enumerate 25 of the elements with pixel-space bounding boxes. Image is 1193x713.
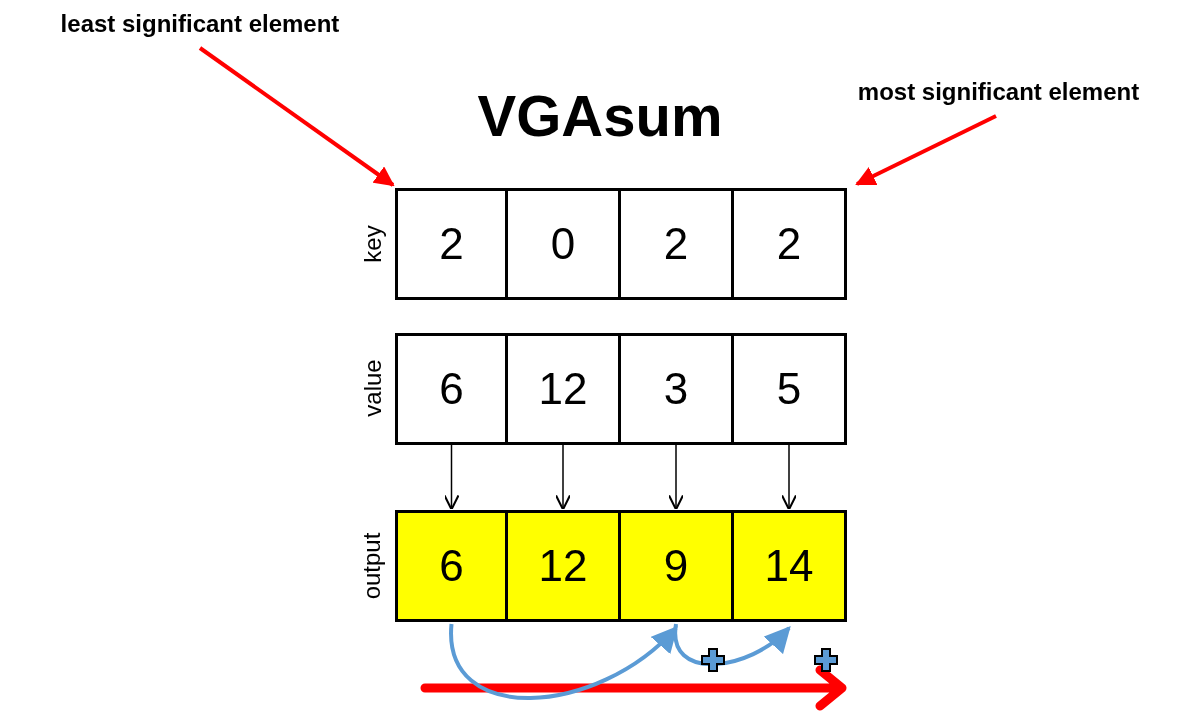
arrow [780,444,798,511]
arrow [443,444,460,511]
array-cell: 0 [505,188,621,300]
array-cell: 5 [731,333,847,445]
arrow [554,444,572,511]
array-cell: 12 [505,510,621,622]
row-label: key [358,225,387,263]
array-cell: 2 [618,188,734,300]
arrow [667,444,685,511]
arrow [673,623,791,667]
row-label: output [357,532,386,600]
title: VGAsum [476,82,724,149]
array-cell: 12 [505,333,621,445]
row-label: value [358,359,387,417]
array-cell: 9 [618,510,734,622]
array-cell: 2 [395,188,508,300]
leader-arrow [198,46,395,187]
array-cell: 6 [395,333,508,445]
annotation-text: most significant element [806,74,1191,110]
array-cell: 6 [395,510,508,622]
array-cell: 14 [731,510,847,622]
leader-arrow [855,114,997,186]
annotation-text: least significant element [10,6,390,42]
array-cell: 2 [731,188,847,300]
array-cell: 3 [618,333,734,445]
